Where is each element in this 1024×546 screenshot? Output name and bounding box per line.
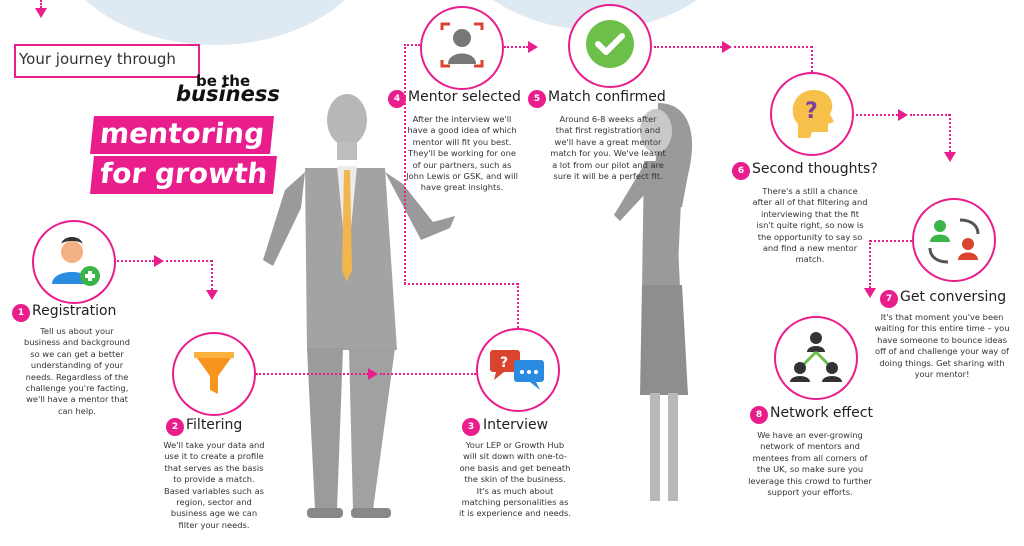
step-1-text: Tell us about your business and backgrou… [23, 326, 131, 416]
chat-bubbles-icon: ? [490, 350, 544, 390]
step-3-number: 3 [462, 418, 480, 436]
connector-2-3b [380, 373, 476, 375]
step-6-title: Second thoughts? [752, 161, 878, 177]
connector-top-left [40, 0, 42, 8]
connector-5-6 [654, 46, 722, 48]
step-6-text: There's a still a chance after all of th… [752, 186, 868, 265]
background-bubble-left [50, 0, 380, 45]
arrow-2-3 [368, 368, 378, 380]
step-1-number: 1 [12, 304, 30, 322]
step-1-title: Registration [32, 303, 117, 319]
arrow-5-6 [722, 41, 732, 53]
arrow-4-5 [528, 41, 538, 53]
connector-4-5 [504, 46, 528, 48]
step-4-text: After the interview we'll have a good id… [406, 114, 518, 193]
step-8-number: 8 [750, 406, 768, 424]
filtering-icon-circle [172, 332, 256, 416]
arrow-top-left [35, 8, 47, 18]
funnel-icon [194, 352, 234, 394]
exchange-people-icon [928, 218, 980, 264]
banner-mentoring: mentoring [90, 116, 275, 154]
step-2-number: 2 [166, 418, 184, 436]
connector-6-down [811, 46, 813, 80]
step-3-title: Interview [483, 417, 549, 433]
connector-7-down [949, 114, 951, 152]
second-thoughts-icon-circle: ? [770, 72, 854, 156]
arrow-7-8 [864, 288, 876, 298]
user-add-icon [52, 237, 100, 286]
connector-3-up [517, 283, 519, 331]
arrow-1-2 [154, 255, 164, 267]
arrow-7-down [944, 152, 956, 162]
step-5-number: 5 [528, 90, 546, 108]
match-confirmed-icon-circle [568, 4, 652, 88]
step-8-title: Network effect [770, 405, 873, 421]
connector-6-7 [856, 114, 898, 116]
connector-3-left [404, 283, 518, 285]
profile-frame-icon [440, 22, 484, 68]
connector-6-7b [910, 114, 950, 116]
woman-figure [614, 103, 693, 501]
man-figure [263, 94, 455, 518]
network-people-icon [790, 332, 842, 382]
connector-1-2 [114, 260, 154, 262]
step-6-number: 6 [732, 162, 750, 180]
banner-for-growth: for growth [90, 156, 278, 194]
connector-1-2b [166, 260, 212, 262]
connector-7-8 [869, 240, 871, 288]
svg-text:?: ? [805, 99, 818, 124]
connector-4-up [404, 44, 406, 284]
step-2-text: We'll take your data and use it to creat… [163, 440, 265, 530]
step-4-number: 4 [388, 90, 406, 108]
connector-2-down [211, 260, 213, 290]
registration-icon-circle [32, 220, 116, 304]
step-3-text: Your LEP or Growth Hub will sit down wit… [458, 440, 572, 519]
interview-icon-circle: ? [476, 328, 560, 412]
arrow-6-7 [898, 109, 908, 121]
step-4-title: Mentor selected [408, 89, 521, 105]
step-8-text: We have an ever-growing network of mento… [748, 430, 872, 498]
step-7-title: Get conversing [900, 289, 1007, 305]
step-5-text: Around 6-8 weeks after that first regist… [550, 114, 666, 182]
step-7-text: It's that moment you've been waiting for… [874, 312, 1010, 380]
network-effect-icon-circle [774, 316, 858, 400]
step-5-title: Match confirmed [548, 89, 666, 105]
step-7-number: 7 [880, 290, 898, 308]
connector-4-top [404, 44, 420, 46]
brand-small: be the [196, 72, 251, 90]
connector-7-left [870, 240, 912, 242]
svg-text:?: ? [500, 355, 508, 371]
mentor-selected-icon-circle [420, 6, 504, 90]
question-head-icon: ? [792, 89, 834, 138]
step-2-title: Filtering [186, 417, 243, 433]
brand-large: business [176, 82, 280, 106]
connector-2-3 [256, 373, 368, 375]
get-conversing-icon-circle [912, 198, 996, 282]
connector-5-6b [734, 46, 812, 48]
arrow-2-down [206, 290, 218, 300]
checkmark-badge-icon [586, 20, 634, 68]
journey-label: Your journey through [14, 44, 200, 78]
